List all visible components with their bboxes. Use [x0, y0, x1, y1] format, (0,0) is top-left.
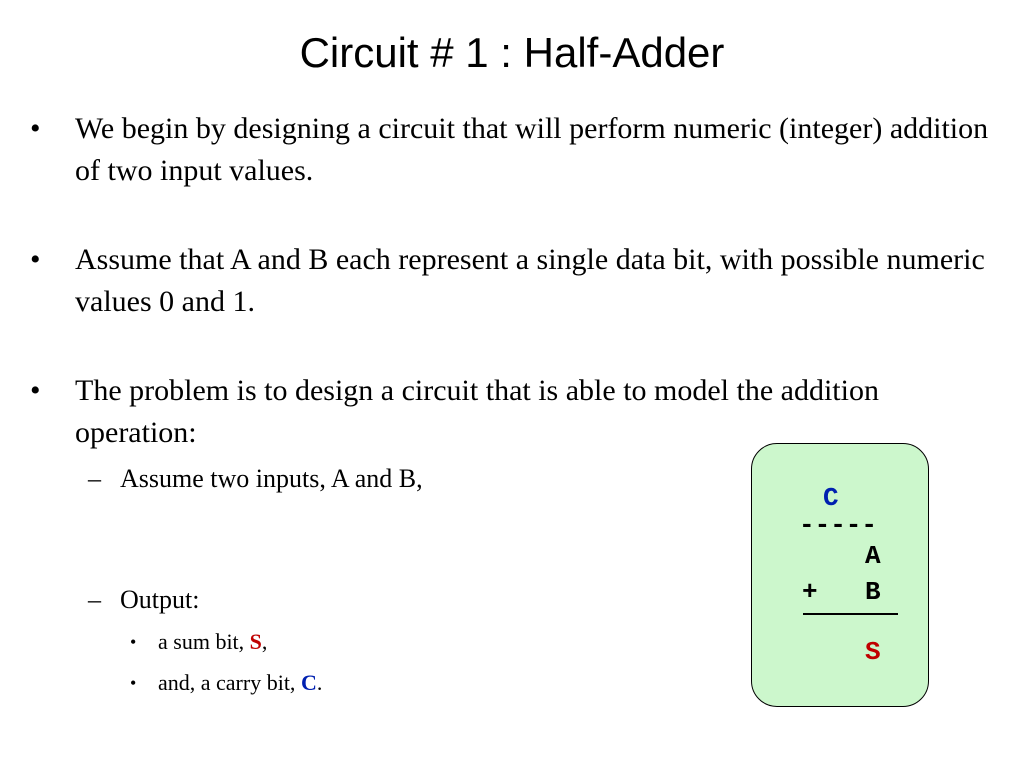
bullet-text: Assume that A and B each represent a sin… [75, 243, 985, 318]
slide-title: Circuit # 1 : Half-Adder [299, 29, 725, 76]
sum-bit-symbol: S [249, 629, 262, 654]
dash-marker: – [88, 585, 101, 614]
bullet-marker: • [30, 112, 41, 145]
sum-bit-punct: , [261, 629, 268, 654]
bullet-text: We begin by designing a circuit that wil… [75, 112, 989, 187]
addition-diagram-box: C ----- A + B S [751, 443, 929, 707]
bullet-marker: • [30, 243, 41, 276]
sum-underline [803, 613, 898, 615]
sub-bullet-inputs: – Assume two inputs, A and B, [88, 462, 423, 496]
bullet-marker: • [30, 374, 41, 407]
sum-bit-item: • a sum bit, S, [130, 627, 267, 657]
bullet-2: • Assume that A and B each represent a s… [30, 239, 1005, 323]
dash-separator: ----- [799, 510, 878, 540]
bullet-marker: • [130, 632, 137, 652]
sub-bullet-output: – Output: [88, 583, 199, 617]
bullet-3: • The problem is to design a circuit tha… [30, 370, 1005, 454]
plus-sign: + [802, 577, 818, 607]
dash-marker: – [88, 464, 101, 493]
sum-label: S [865, 637, 881, 667]
sub-bullet-text: Assume two inputs, A and B, [120, 464, 423, 493]
sum-bit-text: a sum bit, [158, 629, 250, 654]
carry-bit-text: and, a carry bit, [158, 670, 301, 695]
carry-bit-item: • and, a carry bit, C. [130, 668, 322, 698]
bullet-marker: • [130, 673, 137, 693]
carry-label: C [823, 483, 839, 513]
bullet-text: The problem is to design a circuit that … [75, 374, 879, 449]
carry-bit-symbol: C [300, 670, 317, 695]
operand-b-label: B [865, 577, 881, 607]
carry-bit-punct: . [316, 670, 323, 695]
bullet-1: • We begin by designing a circuit that w… [30, 108, 1005, 192]
operand-a-label: A [865, 541, 881, 571]
sub-bullet-text: Output: [120, 585, 200, 614]
